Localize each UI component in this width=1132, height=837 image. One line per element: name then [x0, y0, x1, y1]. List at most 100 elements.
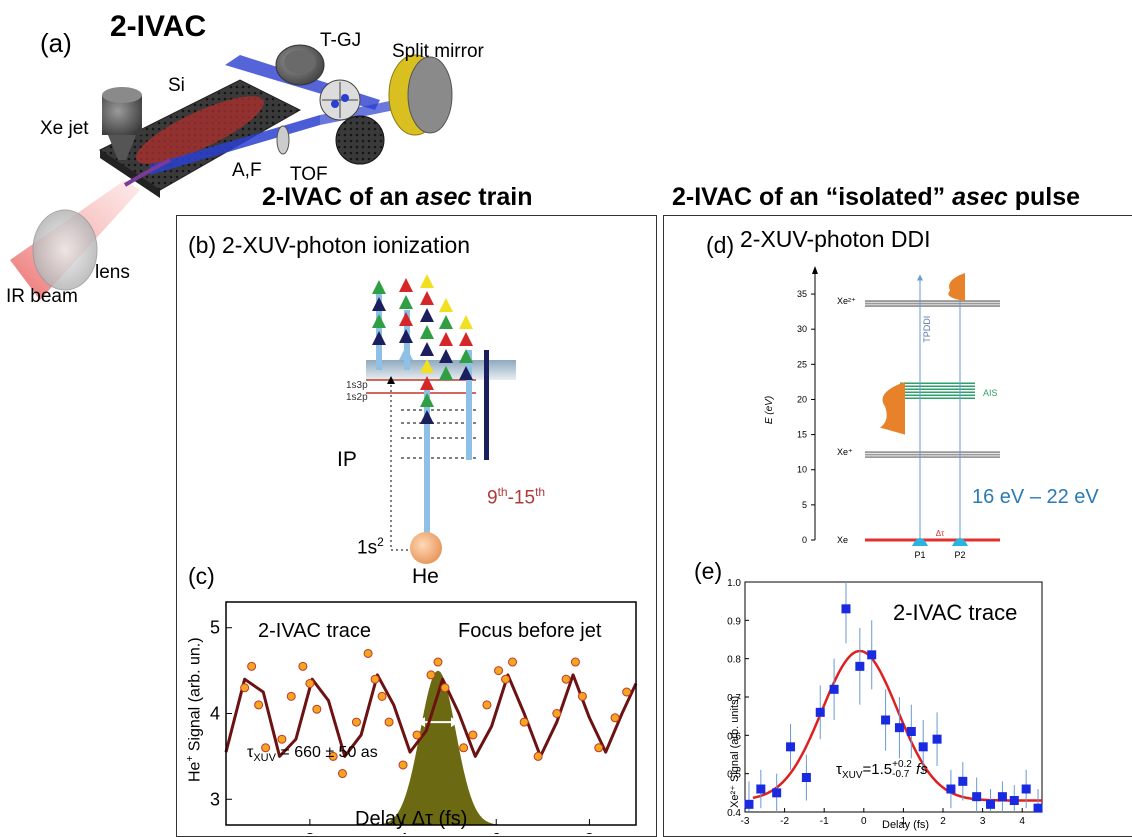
data-point: [426, 670, 436, 680]
state-label: Xe⁺: [837, 447, 853, 457]
data-point: [801, 773, 811, 782]
data-point: [328, 751, 338, 761]
data-point: [482, 700, 492, 710]
harmonic-triangle: [420, 393, 434, 407]
energy-range-label: 16 eV – 22 eV: [972, 486, 1099, 508]
harmonic-triangle: [459, 332, 473, 346]
y-tick-label: 5: [210, 618, 220, 638]
chart-e-tau-label: τXUV=1.5+0.2-0.7 fs: [836, 759, 928, 781]
harmonic-triangle: [420, 410, 434, 424]
svg-text:1s2p: 1s2p: [346, 392, 368, 403]
he-atom: [410, 532, 442, 564]
svg-text:1s3p: 1s3p: [346, 380, 368, 391]
energy-tick-label: 5: [802, 500, 807, 510]
he-label: He: [412, 565, 439, 588]
data-point: [986, 799, 996, 809]
harmonic-triangle: [459, 366, 473, 380]
data-point: [337, 769, 347, 779]
pulse-label: P1: [914, 550, 925, 560]
fwhm-arrow-head-left: [417, 717, 426, 728]
panel-b-label: (b): [188, 232, 217, 258]
x-tick-label: -1: [820, 816, 829, 827]
energy-tick-label: 15: [797, 430, 807, 440]
data-point: [370, 674, 380, 684]
autocorrelation-peak: [298, 670, 578, 825]
data-point: [377, 691, 387, 701]
photon-arrowhead-p1: [917, 274, 923, 281]
panel-b-title: 2-XUV-photon ionization: [222, 232, 471, 258]
data-point: [577, 691, 587, 701]
data-point: [254, 700, 264, 710]
panel-e-label: (e): [694, 558, 723, 584]
harmonic-triangle: [372, 280, 386, 294]
data-point: [351, 717, 361, 727]
chart-e-trace-label: 2-IVAC trace: [893, 600, 1018, 625]
data-point: [468, 730, 478, 740]
harmonic-triangle: [372, 331, 386, 345]
spectrum-xe2: [948, 272, 965, 302]
data-point: [958, 776, 968, 786]
harmonic-triangle: [459, 349, 473, 363]
y-tick-label: 0.5: [727, 770, 741, 781]
xuv-beam-lower: [150, 115, 320, 175]
lens-shape: [32, 209, 98, 291]
data-point: [867, 650, 877, 660]
harmonic-triangle: [399, 346, 413, 360]
harmonic-triangle: [439, 349, 453, 363]
data-point: [298, 661, 308, 671]
panel-a-title: 2-IVAC: [110, 10, 207, 43]
energy-tick-label: 20: [797, 394, 807, 404]
data-point: [440, 683, 450, 693]
data-point: [829, 684, 839, 694]
xe-jet-label: Xe jet: [40, 118, 89, 139]
x-tick-label: 4: [1019, 816, 1025, 827]
data-point: [894, 723, 904, 733]
data-point: [433, 657, 443, 667]
x-tick-label: 2: [305, 830, 315, 834]
chart-c: 2468345: [210, 601, 638, 834]
data-point: [972, 792, 982, 802]
data-point: [494, 666, 504, 676]
energy-tick-label: 25: [797, 359, 807, 369]
harmonic-triangle: [399, 312, 413, 326]
data-point: [622, 687, 632, 697]
data-point: [412, 730, 422, 740]
red-region: [136, 96, 264, 164]
pulse-p1: [912, 538, 928, 546]
af-shape: [276, 125, 290, 155]
data-point: [261, 743, 271, 753]
heading-right: 2-IVAC of an “isolated” asec pulse: [672, 183, 1081, 211]
data-point: [786, 742, 796, 752]
data-point: [552, 709, 562, 718]
panel-d-label: (d): [706, 232, 735, 258]
lens-label: lens: [95, 262, 130, 283]
tof-label: TOF: [290, 164, 328, 185]
harmonic-triangle: [420, 291, 434, 305]
harmonic-triangle: [420, 342, 434, 356]
continuum-band: [366, 360, 516, 380]
tgj-label: T-GJ: [320, 30, 362, 51]
x-tick-label: 2: [940, 816, 946, 827]
data-point: [508, 657, 518, 667]
data-point: [277, 734, 287, 744]
data-point: [756, 784, 766, 794]
data-point: [841, 604, 851, 614]
setup-illustration: [10, 44, 453, 300]
fit-line: [224, 673, 638, 758]
data-point: [363, 648, 373, 658]
chart-c-ylabel: He+ Signal (arb. un.): [185, 637, 204, 782]
data-point: [881, 715, 891, 725]
data-point: [459, 743, 469, 753]
harmonic-triangle: [372, 297, 386, 311]
harmonic-triangle: [439, 315, 453, 329]
state-label: Xe: [837, 535, 848, 545]
pulse-p2: [952, 538, 968, 546]
data-point: [519, 717, 529, 727]
x-tick-label: -2: [780, 816, 789, 827]
state-label: Xe²⁺: [837, 296, 856, 306]
data-point: [594, 743, 604, 753]
energy-tick-label: 0: [802, 535, 807, 545]
harmonic-triangle: [420, 376, 434, 390]
y-tick-label: 0.9: [727, 616, 741, 627]
